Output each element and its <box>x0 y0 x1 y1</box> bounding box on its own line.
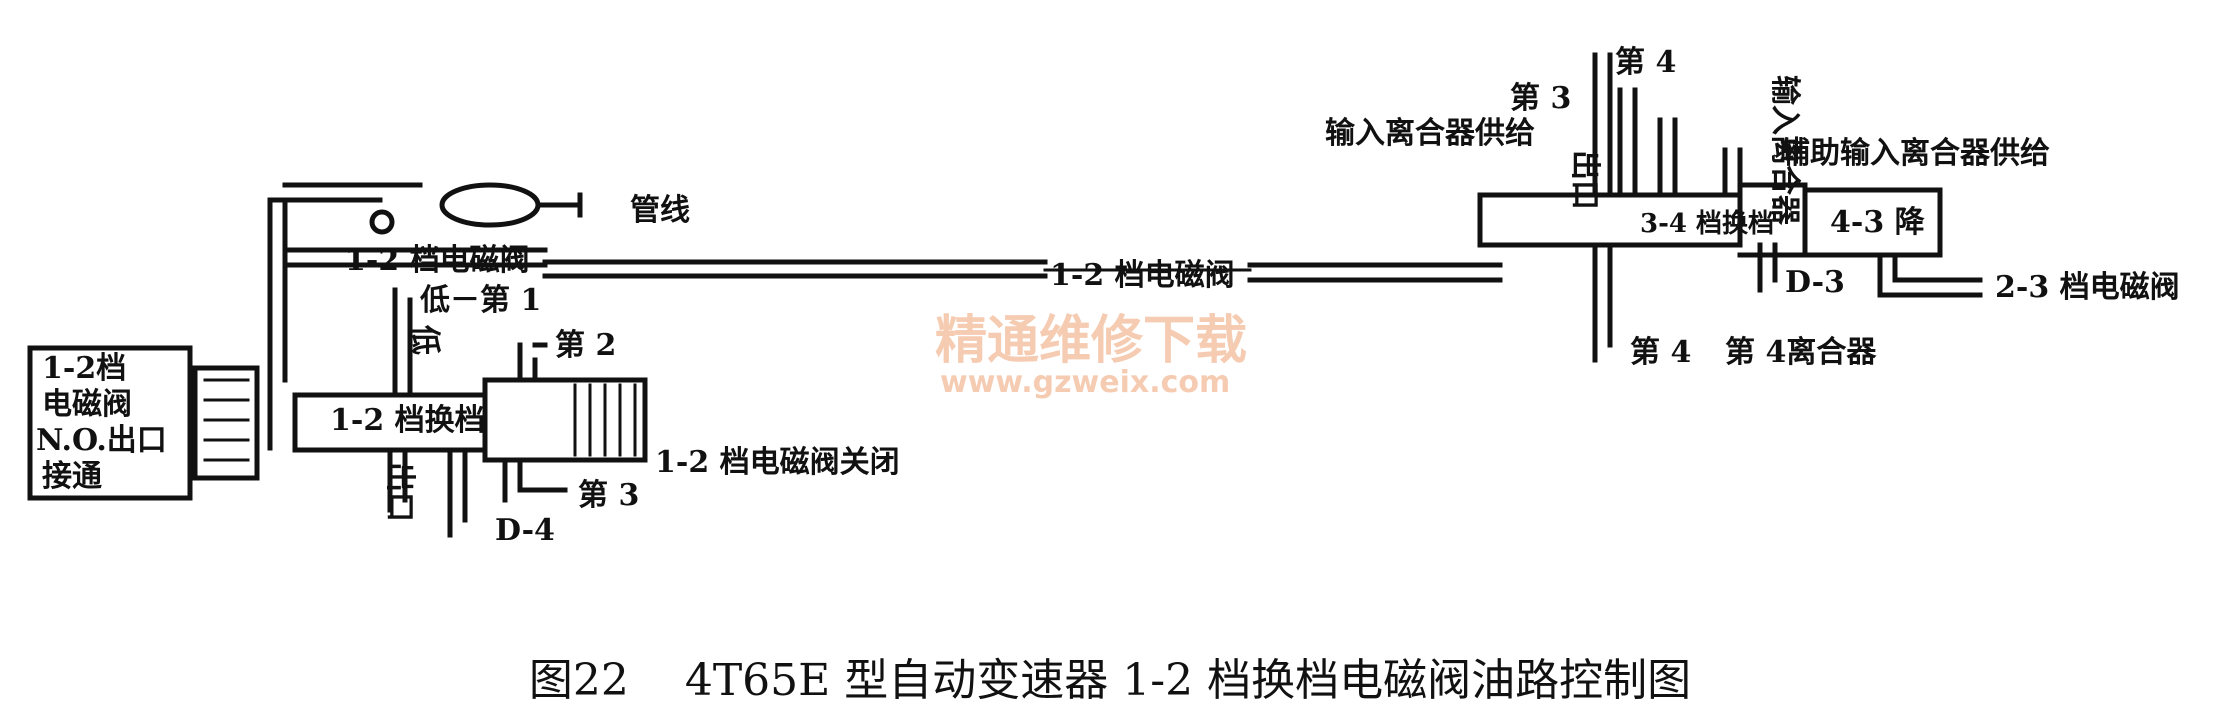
label-fourth-top: 第 4 <box>1615 45 1676 80</box>
downshift-valve-43 <box>1802 187 1943 258</box>
label-shift-12: 1-2 档换档 <box>330 403 485 438</box>
solenoid-box-text-1: 1-2档 <box>42 351 126 386</box>
label-sol-12-closed: 1-2 档电磁阀关闭 <box>655 445 900 480</box>
label-aux-input-clutch-feed: 辅助输入离合器供给 <box>1780 136 2050 171</box>
label-shift-34: 3-4 档换档 <box>1640 209 1774 239</box>
label-outlet-right: 出口 <box>1567 150 1602 210</box>
shift-valve-12-spool <box>482 377 648 463</box>
label-fourth-bottom: 第 4 <box>1630 335 1691 370</box>
solenoid-connector <box>192 365 260 481</box>
watermark-title: 精通维修下载 <box>935 311 1247 371</box>
solenoid-box-text-3: N.O.出口 <box>36 423 167 458</box>
solenoid-box <box>27 345 193 501</box>
label-d4: D-4 <box>495 513 555 548</box>
label-low-first: 低－第 1 <box>419 283 541 318</box>
pipeline-filter <box>439 182 541 228</box>
label-third-right: 第 3 <box>1510 81 1571 116</box>
label-pipeline: 管线 <box>630 193 690 228</box>
label-down-43: 4-3 降 <box>1830 205 1926 240</box>
label-d3: D-3 <box>1785 265 1845 300</box>
label-outlet-left: 出口 <box>382 462 417 522</box>
figure-caption: 图22 4T65E 型自动变速器 1-2 档换档电磁阀油路控制图 <box>0 644 2220 708</box>
label-low: 低 <box>407 324 442 355</box>
label-input-clutch-vertical: 输入离合器 <box>1767 75 1802 226</box>
orifice <box>369 209 395 235</box>
caption-figure-number: 图22 <box>528 655 629 706</box>
solenoid-box-text-2: 电磁阀 <box>42 387 132 422</box>
caption-text: 4T65E 型自动变速器 1-2 档换档电磁阀油路控制图 <box>684 655 1692 706</box>
label-second: 第 2 <box>555 328 616 363</box>
label-fourth-clutch: 第 4离合器 <box>1725 335 1877 370</box>
solenoid-box-text-4: 接通 <box>42 459 102 494</box>
watermark: 精通维修下载 www.gzweix.com <box>935 311 1247 400</box>
label-input-clutch-feed: 输入离合器供给 <box>1325 116 1535 151</box>
label-sol-12-left: 1-2 档电磁阀 <box>345 243 530 278</box>
watermark-url: www.gzweix.com <box>940 365 1230 400</box>
label-third-left: 第 3 <box>578 478 639 513</box>
label-sol-12-middle: 1-2 档电磁阀 <box>1050 258 1235 293</box>
label-sol-23: 2-3 档电磁阀 <box>1995 270 2180 305</box>
